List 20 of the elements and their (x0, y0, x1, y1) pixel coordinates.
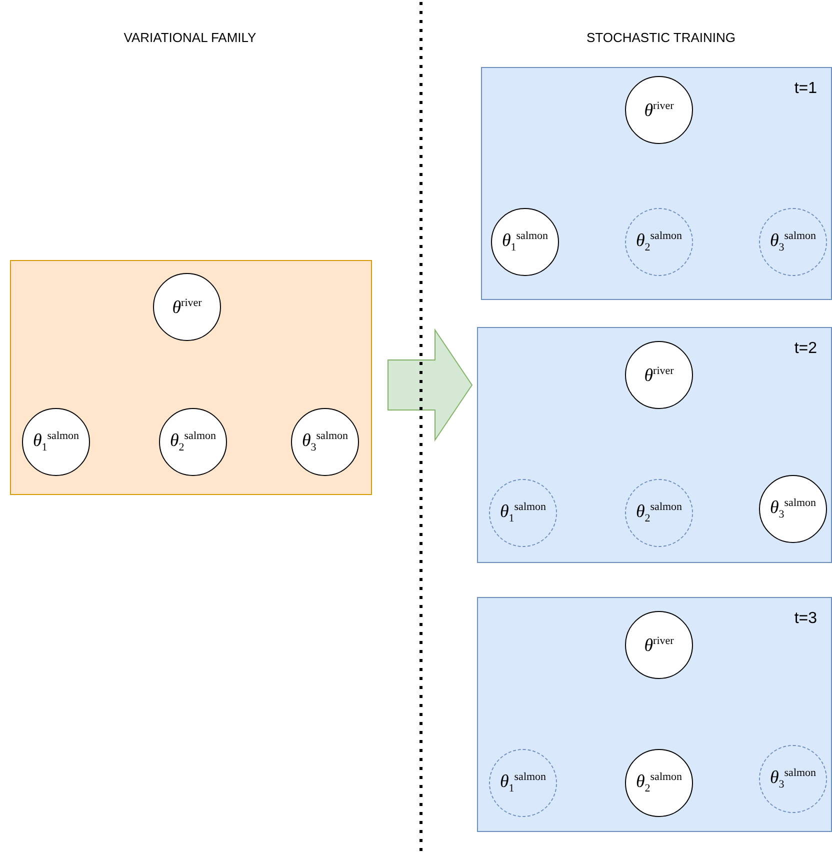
dashed-circle (759, 745, 827, 813)
dashed-circle (759, 208, 827, 276)
step-label: t=1 (794, 80, 817, 98)
math-label: θ$^{river}$ (644, 634, 674, 656)
panel (477, 327, 832, 563)
math-label: θ$^{river}$ (644, 100, 674, 120)
dashed-circle (489, 479, 557, 547)
math-label: θ$^{river}$ (172, 296, 202, 318)
dashed-circle (625, 479, 693, 547)
step-label: t=3 (794, 610, 817, 628)
dashed-circle (625, 208, 693, 276)
section-heading: VARIATIONAL FAMILY (124, 30, 256, 45)
panel (481, 67, 832, 300)
math-label: θ$^{river}$ (644, 364, 674, 386)
panel (10, 260, 372, 495)
block-arrow (388, 328, 473, 442)
dashed-circle (489, 749, 557, 817)
section-heading: STOCHASTIC TRAINING (586, 30, 736, 45)
panel (477, 597, 832, 832)
step-label: t=2 (794, 340, 817, 358)
